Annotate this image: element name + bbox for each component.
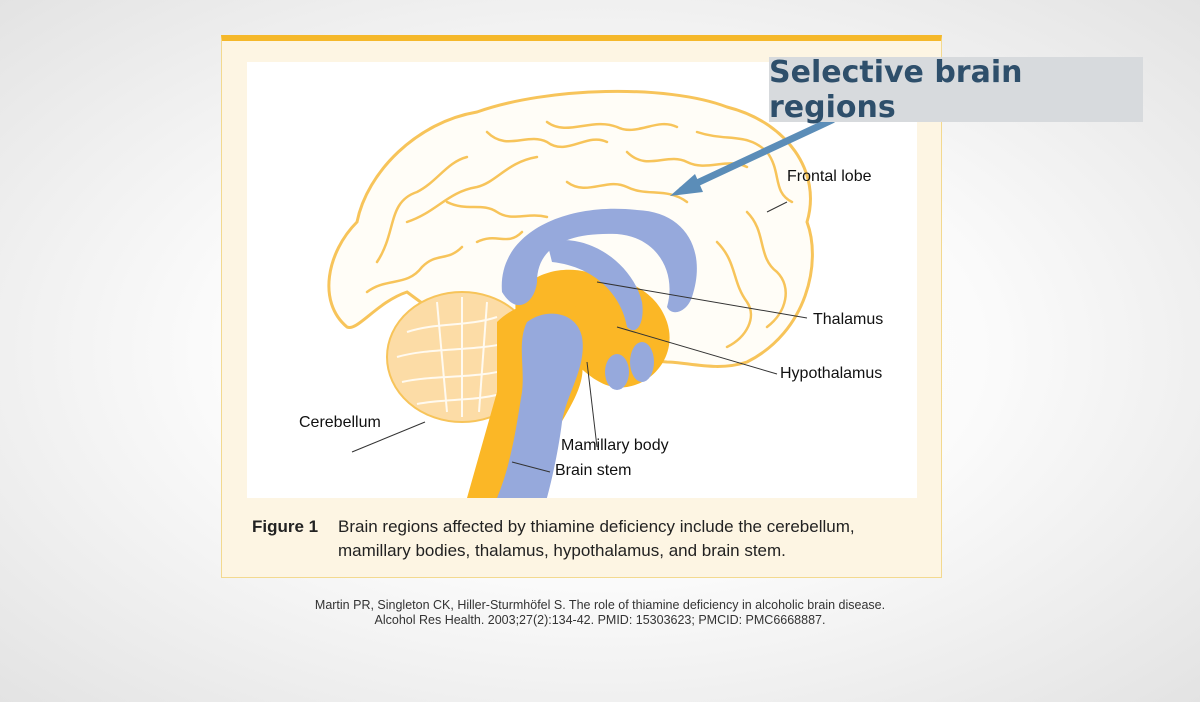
gyri-lines bbox=[365, 120, 794, 349]
citation-line-2: Alcohol Res Health. 2003;27(2):134-42. P… bbox=[374, 613, 826, 627]
brain-stem-shape bbox=[497, 313, 583, 498]
brain-illustration: Frontal lobe Thalamus Hypothalamus Cereb… bbox=[247, 62, 917, 498]
figure-number: Figure 1 bbox=[252, 517, 319, 536]
callout-box: Selective brain regions bbox=[769, 54, 1143, 125]
label-frontal-lobe: Frontal lobe bbox=[787, 168, 872, 185]
arrow-icon bbox=[670, 116, 836, 196]
hypothalamus-shape bbox=[630, 342, 654, 382]
ventricle-shape bbox=[501, 208, 697, 313]
label-mamillary-body: Mamillary body bbox=[561, 437, 669, 454]
label-cerebellum: Cerebellum bbox=[299, 414, 381, 431]
citation-line-1: Martin PR, Singleton CK, Hiller-Sturmhöf… bbox=[314, 598, 886, 612]
fornix-shape bbox=[547, 240, 643, 331]
figure-caption: Figure 1 Brain regions affected by thiam… bbox=[250, 515, 920, 563]
citation: Martin PR, Singleton CK, Hiller-Sturmhöf… bbox=[200, 598, 1000, 628]
figure-panel: Frontal lobe Thalamus Hypothalamus Cereb… bbox=[221, 35, 942, 578]
mamillary-body-shape bbox=[605, 354, 629, 390]
label-brain-stem: Brain stem bbox=[555, 462, 632, 479]
brain-diagram-svg bbox=[327, 89, 836, 498]
label-hypothalamus: Hypothalamus bbox=[780, 365, 883, 382]
callout-text: Selective brain regions bbox=[769, 54, 1023, 125]
label-thalamus: Thalamus bbox=[813, 311, 884, 328]
leader-lines bbox=[351, 201, 808, 473]
caption-text: Brain regions affected by thiamine defic… bbox=[338, 517, 855, 560]
